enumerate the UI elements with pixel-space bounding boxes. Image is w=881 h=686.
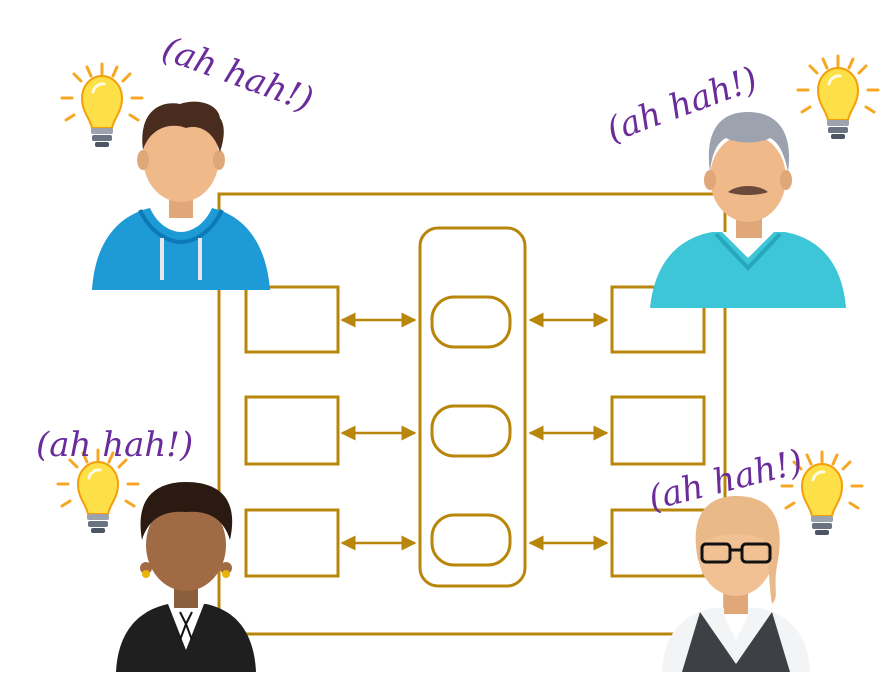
lightbulb-icon	[60, 62, 144, 149]
older-man-avatar	[650, 112, 846, 308]
right-box-3	[610, 508, 706, 578]
outer-frame	[217, 192, 727, 636]
center-pill-3	[430, 513, 512, 567]
left-box-3	[244, 508, 340, 578]
woman-business-avatar	[116, 482, 256, 672]
left-box-2	[244, 395, 340, 466]
center-pill-1	[430, 295, 512, 349]
young-man-avatar	[92, 101, 270, 290]
woman-glasses-avatar	[662, 496, 810, 672]
right-box-2	[610, 395, 706, 466]
lightbulb-icon	[796, 54, 880, 141]
exclamation-woman-business: (ah hah!)	[36, 425, 193, 465]
left-box-1	[244, 285, 340, 354]
center-pill-2	[430, 404, 512, 458]
